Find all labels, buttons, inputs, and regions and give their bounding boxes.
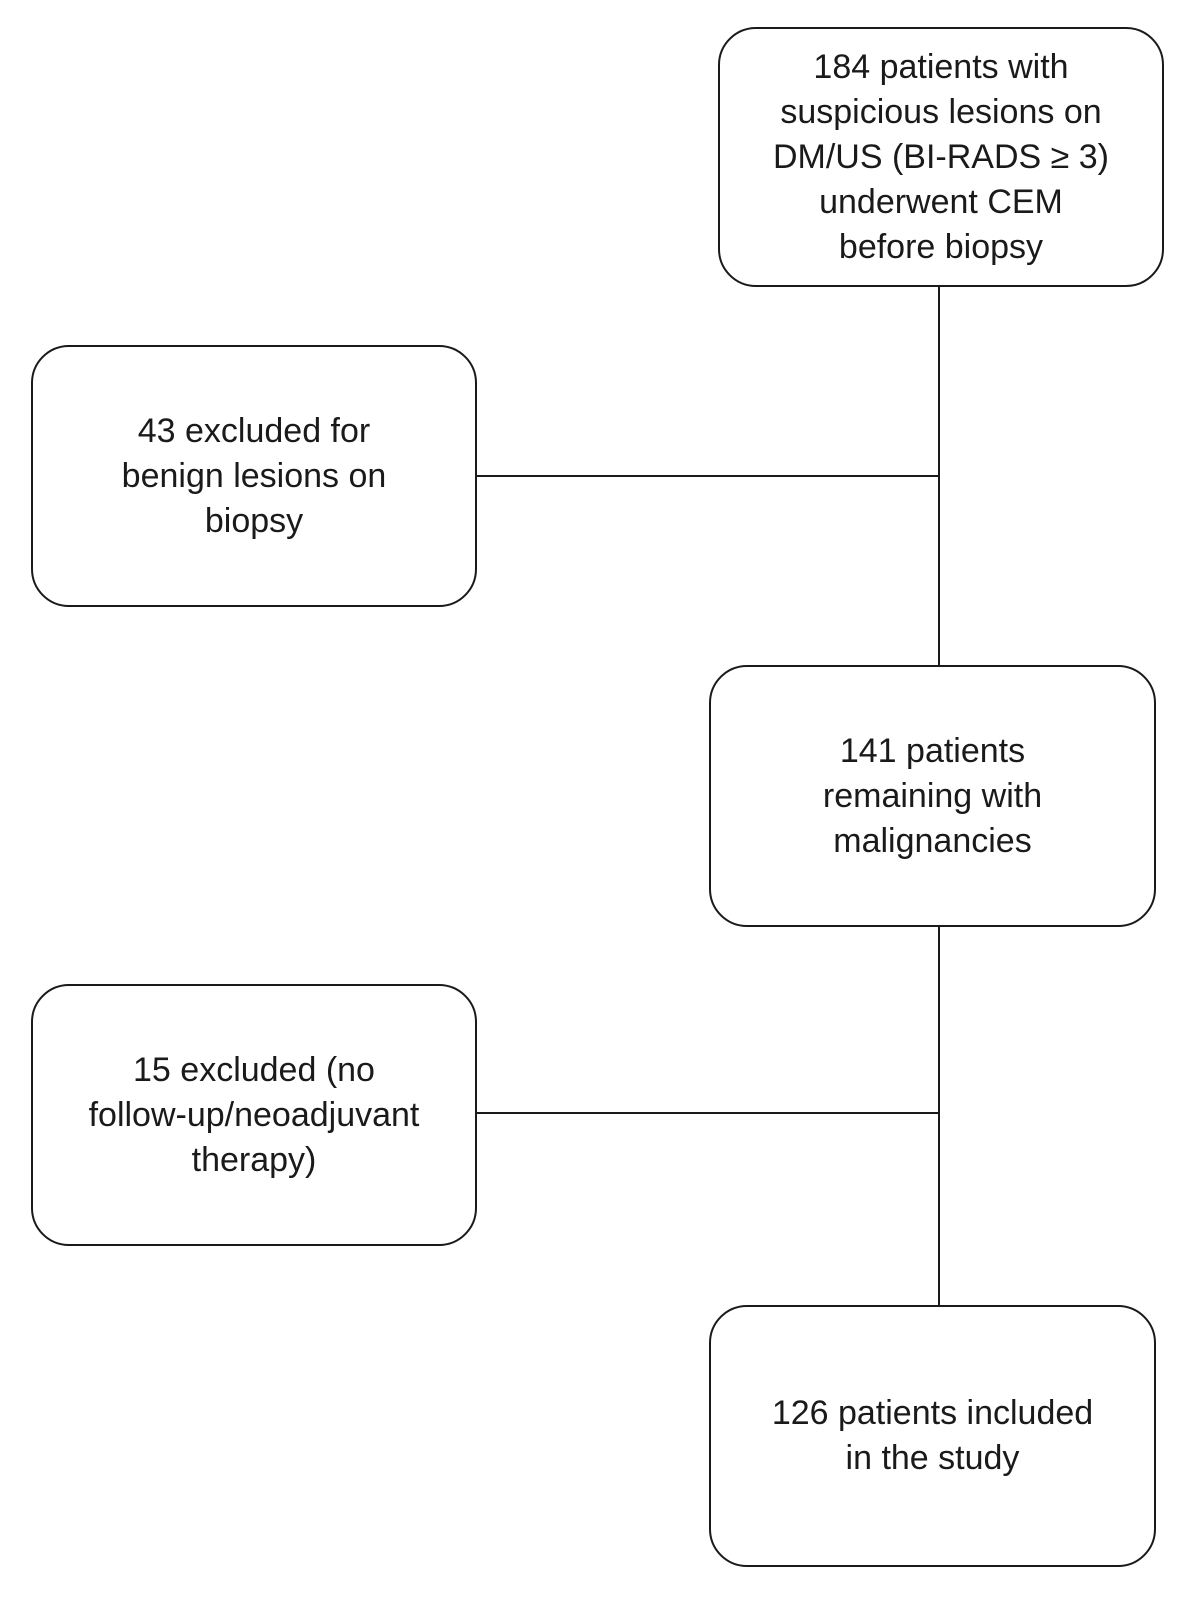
excluded-benign-box: 43 excluded for benign lesions on biopsy (31, 345, 477, 607)
remaining-patients-text: 141 patients remaining with malignancies (822, 731, 1043, 860)
included-patients-text: 126 patients included in the study (771, 1394, 1094, 1477)
excluded-followup-text: 15 excluded (no follow-up/neoadjuvant th… (88, 1050, 420, 1179)
screened-patients-box: 184 patients with suspicious lesions on … (718, 27, 1164, 287)
excluded-followup-box: 15 excluded (no follow-up/neoadjuvant th… (31, 984, 477, 1246)
remaining-patients-box: 141 patients remaining with malignancies (709, 665, 1156, 927)
included-patients-box: 126 patients included in the study (709, 1305, 1156, 1567)
screened-patients-text: 184 patients with suspicious lesions on … (772, 47, 1109, 266)
excluded-benign-text: 43 excluded for benign lesions on biopsy (121, 411, 387, 540)
